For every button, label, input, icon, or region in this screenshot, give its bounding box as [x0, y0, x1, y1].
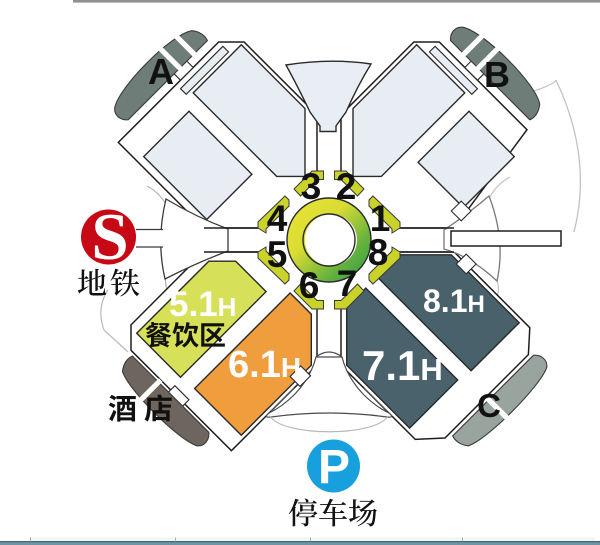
svg-text:5: 5	[267, 234, 288, 275]
svg-text:S: S	[91, 200, 128, 274]
svg-text:B: B	[484, 54, 510, 95]
svg-text:A: A	[148, 51, 174, 92]
svg-text:2: 2	[336, 166, 357, 207]
svg-text:4: 4	[267, 198, 288, 239]
svg-text:C: C	[477, 387, 501, 424]
svg-text:7: 7	[337, 263, 358, 304]
svg-text:1: 1	[370, 198, 391, 239]
svg-text:P: P	[318, 441, 350, 494]
svg-text:6: 6	[299, 265, 320, 306]
svg-text:3: 3	[301, 166, 322, 207]
svg-text:8: 8	[368, 232, 389, 273]
svg-text:5.1H: 5.1H	[169, 285, 236, 324]
